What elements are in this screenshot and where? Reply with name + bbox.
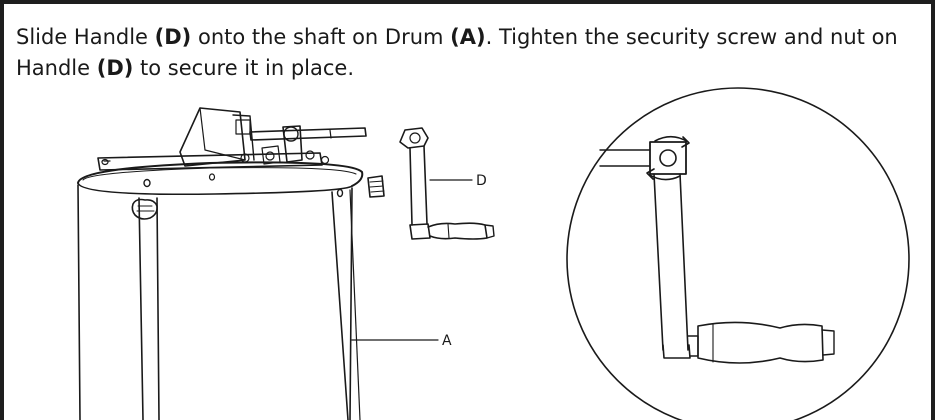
instruction-part-3: . Tighten the security screw and nut on …: [16, 25, 898, 80]
drum-illustration: [77, 107, 385, 420]
instruction-ref-handle-1: (D): [154, 25, 192, 49]
handle-illustration: [399, 127, 495, 240]
detail-view: [566, 87, 910, 420]
callout-drum-label: A: [442, 333, 452, 349]
instruction-part-4: to secure it in place.: [133, 56, 355, 80]
instruction-ref-handle-2: (D): [96, 56, 134, 80]
instruction-part-1: Slide Handle: [16, 25, 155, 49]
instruction-part-2: onto the shaft on Drum: [191, 25, 451, 49]
instruction-text: Slide Handle (D) onto the shaft on Drum …: [16, 22, 916, 84]
instruction-ref-drum: (A): [450, 25, 486, 49]
callout-handle-label: D: [476, 173, 487, 189]
